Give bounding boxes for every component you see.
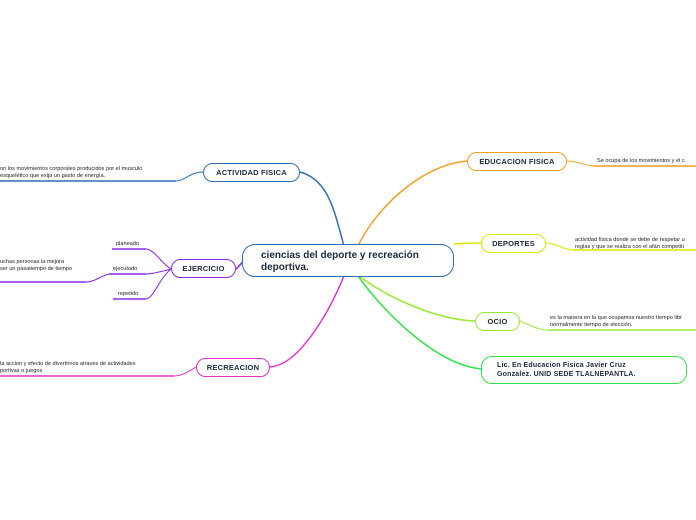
- central-topic[interactable]: ciencias del deporte y recreación deport…: [242, 244, 454, 277]
- connector-educacion: [357, 160, 468, 247]
- subnode-ejecutado[interactable]: ejecutado: [113, 266, 138, 272]
- connector-ejercicio-note: [85, 273, 110, 283]
- autor-line: Lic. En Educacion Fisica Javier Cruz: [497, 362, 626, 369]
- note-ejercicio: uchas personas la mejora ser un pasatiem…: [0, 259, 72, 273]
- note-line: on los movimientos corporales producidos…: [0, 166, 143, 172]
- note-ocio: es la manera en la que ocupamos nuestro …: [550, 315, 682, 329]
- note-line: uchas personas la mejora: [0, 259, 65, 265]
- connector-recreacion-note: [173, 366, 197, 377]
- note-line: portivas o juegos: [0, 368, 43, 374]
- note-actividad-fisica: on los movimientos corporales producidos…: [0, 166, 142, 180]
- connector-actividad-note: [175, 171, 204, 182]
- connector-deportes-note: [545, 242, 574, 251]
- connector-educacion-note: [566, 160, 595, 167]
- node-actividad-fisica[interactable]: ACTIVIDAD FISICA: [203, 163, 300, 182]
- connector-ejercicio-repetido: [145, 268, 172, 300]
- autor-line: Gonzalez. UNID SEDE TLALNEPANTLA.: [497, 371, 636, 378]
- node-deportes[interactable]: DEPORTES: [481, 234, 546, 253]
- note-line: es la manera en la que ocupamos nuestro …: [550, 315, 682, 321]
- note-line: actividad física donde se debe de respet…: [575, 237, 685, 243]
- note-recreacion: la accion y efecto de divertirnos atrave…: [0, 361, 136, 375]
- note-line: la accion y efecto de divertirnos atrave…: [0, 361, 136, 367]
- subnode-planeado[interactable]: planeado: [116, 241, 140, 247]
- connector-actividad: [299, 171, 345, 247]
- note-line: Se ocupa de los movimientos y el c: [597, 158, 685, 164]
- note-educacion-fisica: Se ocupa de los movimientos y el c: [597, 158, 685, 165]
- node-ejercicio[interactable]: EJERCICIO: [171, 259, 236, 278]
- connector-ejercicio-ejecutado: [145, 268, 172, 275]
- note-line: esquelético que exija un gasto de energí…: [0, 173, 106, 179]
- connector-ocio-note: [519, 320, 549, 331]
- subnode-repetido[interactable]: repetido: [118, 291, 139, 297]
- connector-ocio: [357, 274, 476, 322]
- connector-recreacion: [269, 275, 345, 368]
- note-line: reglas y que se realiza con el afán comp…: [575, 244, 684, 250]
- note-line: normalmente tiempo de elección.: [550, 322, 633, 328]
- connector-deportes: [453, 242, 482, 245]
- node-ocio[interactable]: OCIO: [475, 312, 520, 331]
- node-educacion-fisica[interactable]: EDUCACION FISICA: [467, 152, 567, 171]
- node-autor[interactable]: Lic. En Educacion Fisica Javier Cruz Gon…: [481, 356, 687, 384]
- connector-autor: [357, 275, 482, 370]
- note-deportes: actividad física donde se debe de respet…: [575, 237, 685, 251]
- connector-ejercicio-planeado: [145, 248, 172, 270]
- node-recreacion[interactable]: RECREACION: [196, 358, 270, 377]
- note-line: ser un pasatiempo de tiempo: [0, 266, 73, 272]
